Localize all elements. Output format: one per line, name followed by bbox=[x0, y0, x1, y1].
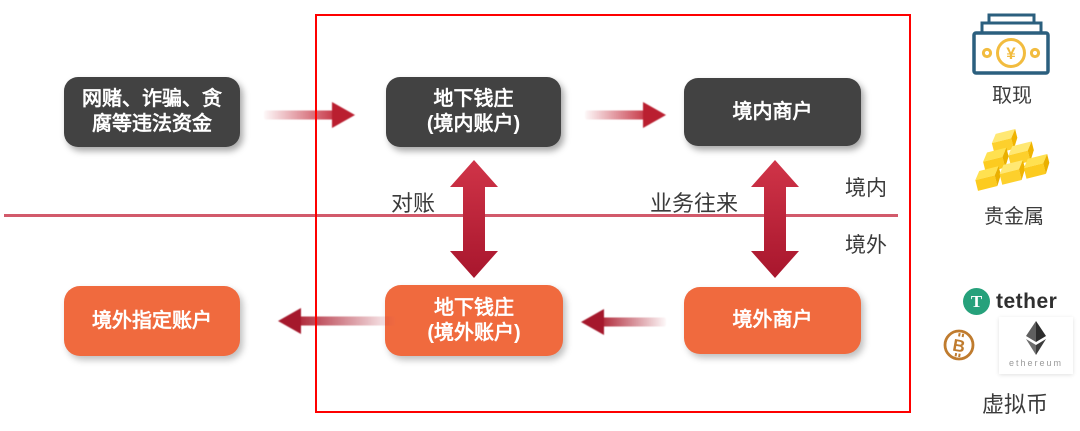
node-overseas-merchant: 境外商户 bbox=[684, 287, 861, 354]
node-illegal-funds: 网赌、诈骗、贪腐等违法资金 bbox=[64, 77, 240, 147]
label-overseas-side: 境外 bbox=[845, 234, 887, 257]
bitcoin-icon: B bbox=[943, 329, 975, 361]
arrow-head bbox=[643, 102, 666, 128]
node-underground-bank-domestic-line1: 地下钱庄 bbox=[433, 88, 514, 110]
node-domestic-merchant-label: 境内商户 bbox=[732, 100, 813, 123]
label-virtual-currency: 虚拟币 bbox=[982, 392, 1049, 417]
tether-logo: T tether bbox=[963, 288, 1057, 315]
arrow-domestic-bank-to-merchant-icon bbox=[585, 101, 666, 129]
arrow-overseas-bank-to-account-icon bbox=[278, 307, 395, 335]
arrow-funds-to-domestic-bank-icon bbox=[264, 101, 355, 129]
tether-icon: T bbox=[963, 288, 990, 315]
ethereum-wordmark: ethereum bbox=[1008, 358, 1064, 368]
node-overseas-merchant-label: 境外商户 bbox=[732, 309, 813, 331]
gold-bars-icon bbox=[975, 129, 1050, 191]
arrow-shaft bbox=[264, 110, 336, 120]
label-cash-withdrawal: 取现 bbox=[992, 85, 1032, 107]
border-divider-line bbox=[4, 214, 898, 217]
bitcoin-symbol: B bbox=[951, 336, 966, 357]
ethereum-icon bbox=[1026, 321, 1046, 355]
label-precious-metals: 贵金属 bbox=[984, 206, 1044, 228]
tether-symbol: T bbox=[970, 291, 983, 311]
double-arrow-reconciliation-icon bbox=[450, 160, 498, 278]
arrow-shaft bbox=[297, 316, 395, 326]
arrow-head bbox=[278, 308, 301, 334]
label-domestic-side: 境内 bbox=[845, 177, 887, 200]
node-illegal-funds-label: 网赌、诈骗、贪腐等违法资金 bbox=[82, 88, 222, 135]
node-underground-bank-domestic-line2: (境内账户) bbox=[426, 113, 521, 135]
node-underground-bank-domestic: 地下钱庄 (境内账户) bbox=[386, 77, 561, 147]
node-underground-bank-overseas: 地下钱庄 (境外账户) bbox=[385, 285, 563, 356]
arrow-head bbox=[581, 309, 604, 335]
arrow-head bbox=[332, 102, 355, 128]
arrow-shaft bbox=[585, 110, 647, 120]
banknote-cash-icon: ¥ bbox=[972, 13, 1050, 75]
node-overseas-designated-account: 境外指定账户 bbox=[64, 286, 240, 356]
double-arrow-business-icon bbox=[751, 160, 799, 278]
node-underground-bank-overseas-line2: (境外账户) bbox=[427, 321, 521, 344]
tether-wordmark: tether bbox=[996, 289, 1058, 313]
label-reconciliation: 对账 bbox=[391, 191, 436, 216]
ethereum-logo: ethereum bbox=[999, 317, 1073, 374]
yuan-symbol: ¥ bbox=[1006, 44, 1016, 63]
node-underground-bank-overseas-line1: 地下钱庄 bbox=[434, 296, 514, 319]
node-overseas-designated-account-label: 境外指定账户 bbox=[92, 309, 212, 332]
node-domestic-merchant: 境内商户 bbox=[684, 78, 861, 146]
label-business-relations: 业务往来 bbox=[650, 191, 739, 216]
arrow-overseas-merchant-to-bank-icon bbox=[581, 308, 666, 336]
arrow-shaft bbox=[600, 317, 666, 327]
